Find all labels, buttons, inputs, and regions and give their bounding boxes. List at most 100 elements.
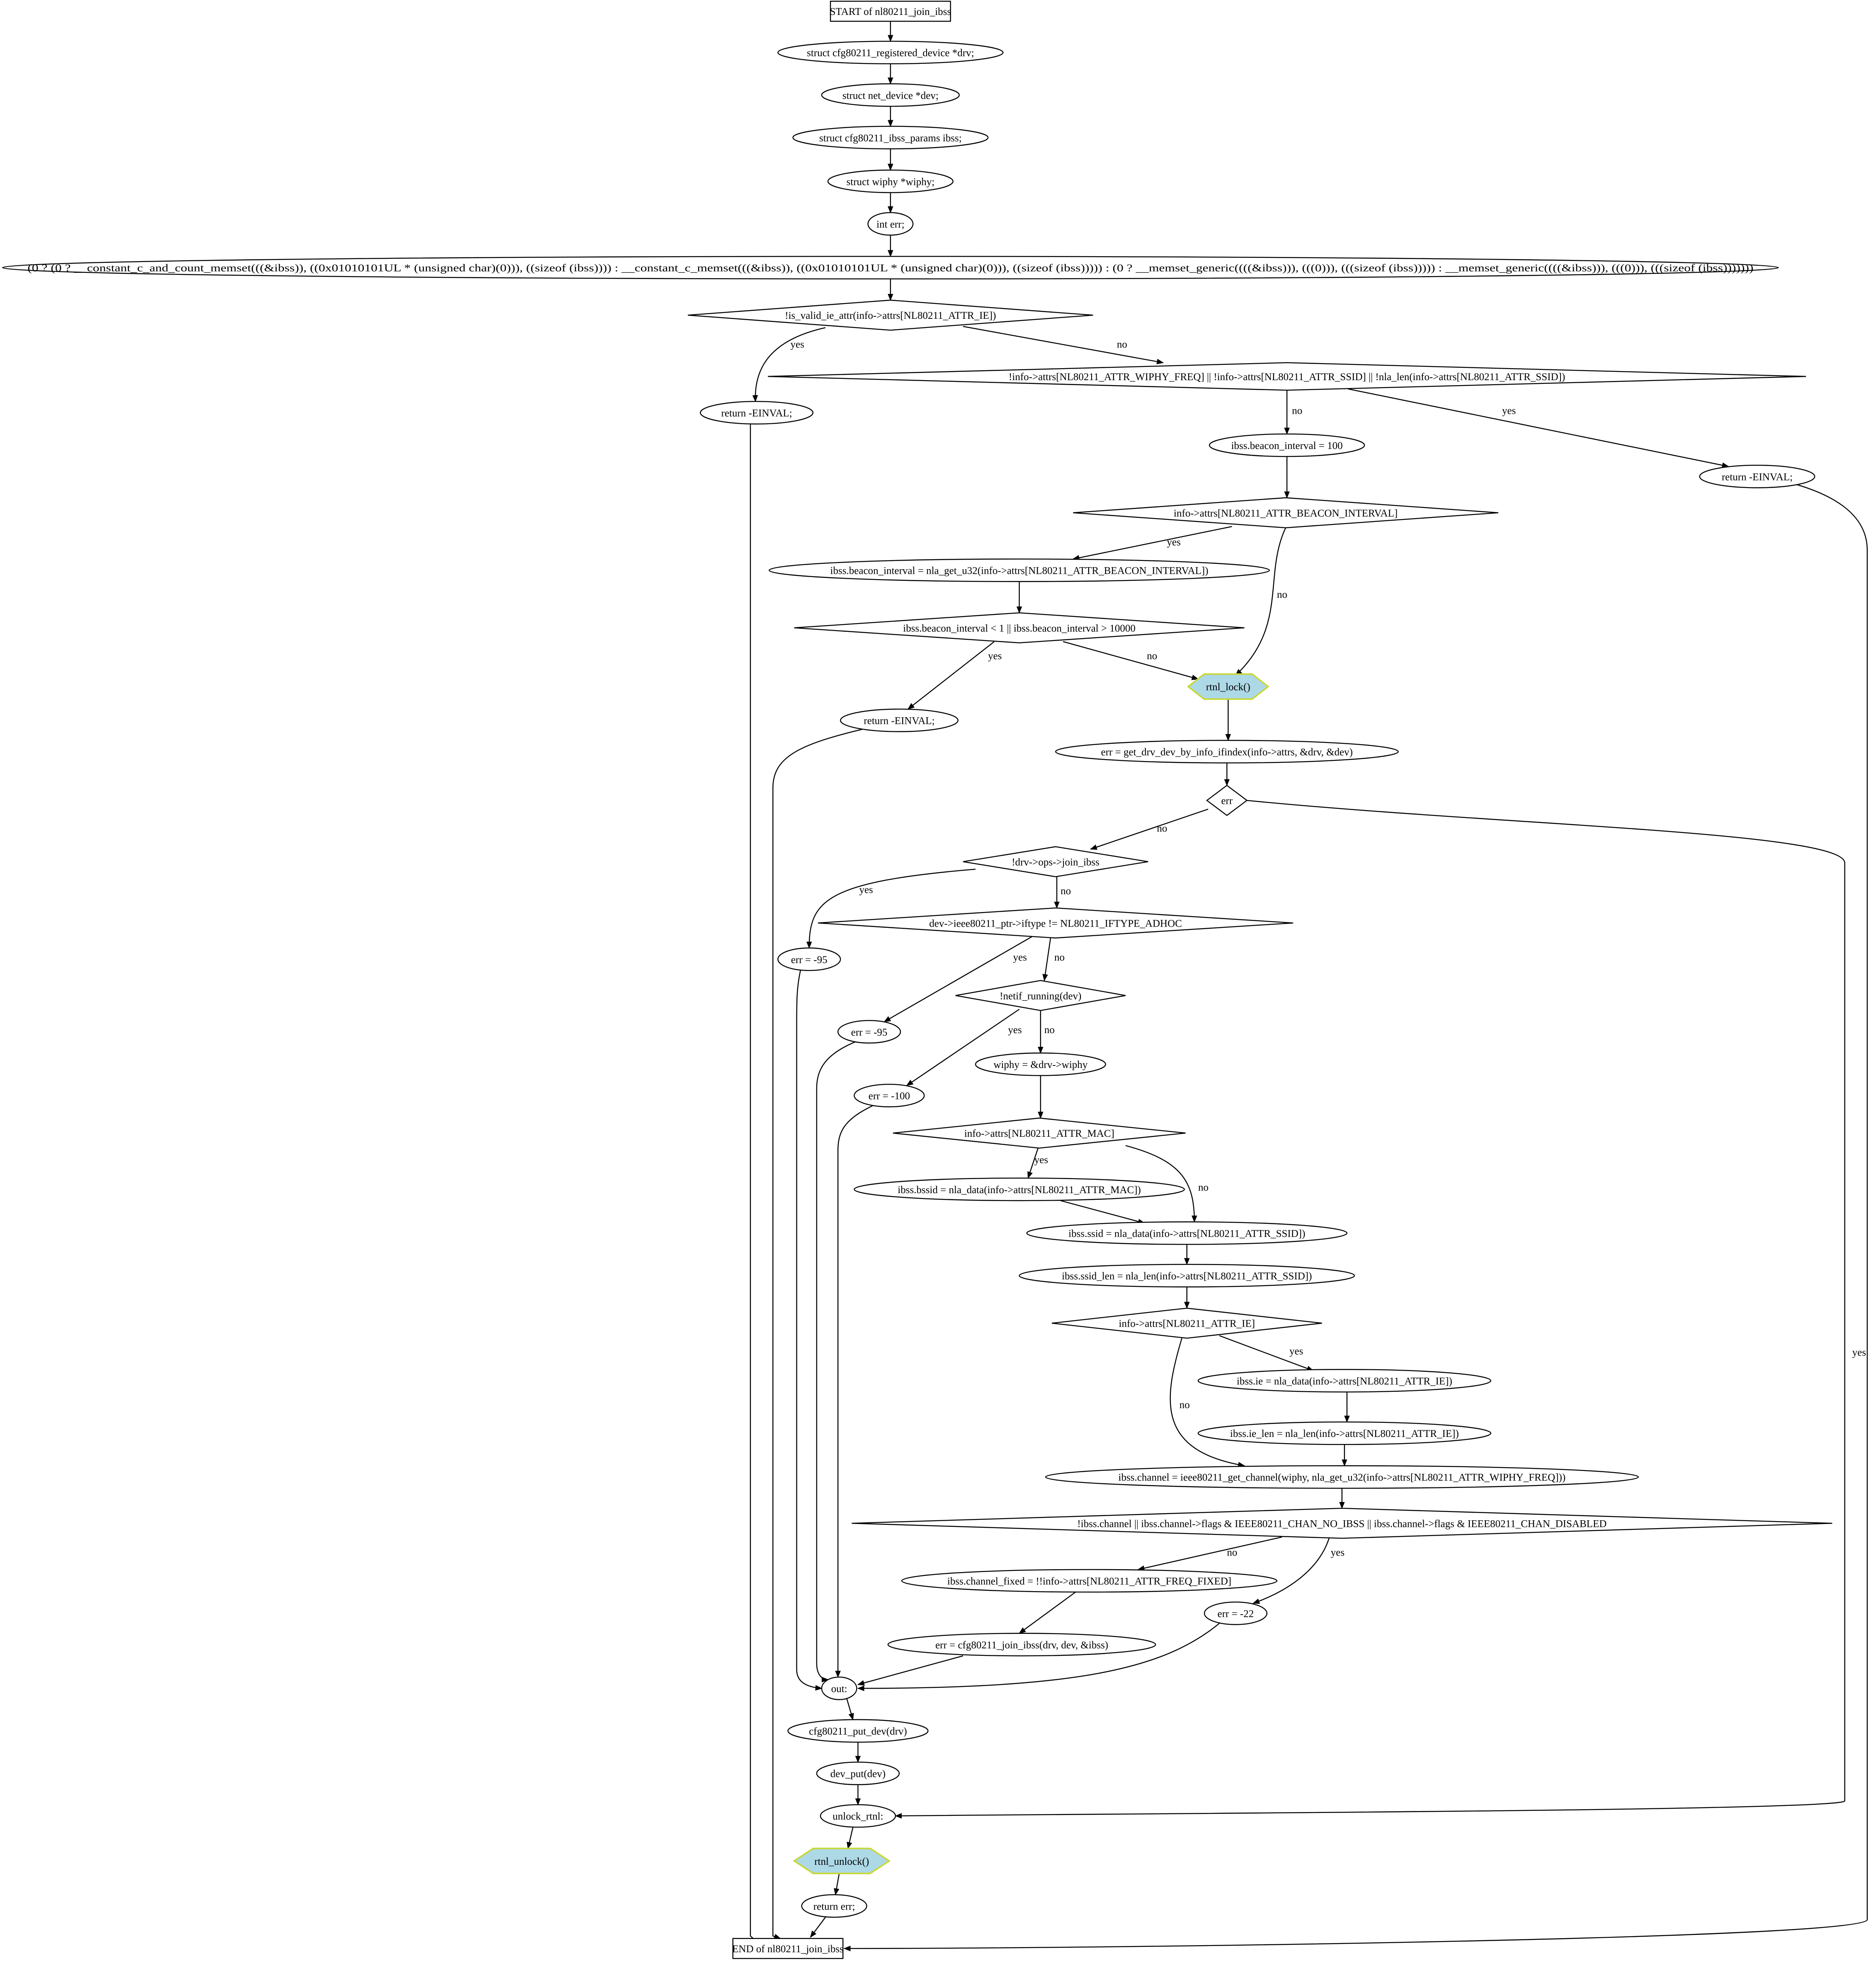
node-d_bi_range[interactable]: ibss.beacon_interval < 1 || ibss.beacon_… bbox=[794, 612, 1245, 643]
node-out[interactable]: out: bbox=[821, 1677, 857, 1700]
node-label: return -EINVAL; bbox=[864, 716, 934, 727]
node-label: !is_valid_ie_attr(info->attrs[NL80211_AT… bbox=[785, 310, 996, 321]
edge-label-yes: yes bbox=[791, 339, 804, 350]
node-n_ibss[interactable]: struct cfg80211_ibss_params ibss; bbox=[792, 126, 989, 150]
node-n_channel[interactable]: ibss.channel = ieee80211_get_channel(wip… bbox=[1045, 1465, 1639, 1489]
edge-arrow bbox=[963, 326, 1164, 364]
node-n_memset[interactable]: (0 ? (0 ? __constant_c_and_count_memset(… bbox=[2, 256, 1779, 279]
node-label: struct wiphy *wiphy; bbox=[847, 176, 935, 187]
node-start[interactable]: START of nl80211_join_ibss bbox=[830, 0, 951, 22]
diamond-shape bbox=[794, 612, 1245, 643]
ellipse-shape bbox=[700, 401, 814, 425]
node-label: END of nl80211_join_ibss bbox=[732, 1944, 844, 1955]
diamond-shape bbox=[893, 1117, 1186, 1149]
edge-arrow bbox=[806, 869, 976, 949]
node-d_freq_ssid[interactable]: !info->attrs[NL80211_ATTR_WIPHY_FREQ] ||… bbox=[768, 362, 1806, 391]
node-ret3[interactable]: return -EINVAL; bbox=[840, 709, 959, 732]
edge-e95a-to-out bbox=[796, 970, 823, 1691]
node-rtnl_unlock[interactable]: rtnl_unlock() bbox=[793, 1847, 891, 1874]
edge-d_ie-to-n_ie: yes bbox=[1219, 1335, 1314, 1371]
node-label: rtnl_lock() bbox=[1206, 682, 1250, 693]
node-n_wiphy_set[interactable]: wiphy = &drv->wiphy bbox=[975, 1052, 1106, 1076]
edge-d_valid_ie-to-d_freq_ssid: no bbox=[963, 326, 1164, 364]
node-n_join[interactable]: err = cfg80211_join_ibss(drv, dev, &ibss… bbox=[887, 1633, 1156, 1657]
node-d_valid_ie[interactable]: !is_valid_ie_attr(info->attrs[NL80211_AT… bbox=[688, 299, 1093, 331]
edge-label-no: no bbox=[1157, 823, 1167, 834]
diamond-shape bbox=[852, 1507, 1832, 1539]
ellipse-shape bbox=[820, 1804, 896, 1828]
node-end[interactable]: END of nl80211_join_ibss bbox=[732, 1938, 844, 1959]
edge-label-no: no bbox=[1061, 886, 1071, 897]
node-n_devput[interactable]: dev_put(dev) bbox=[816, 1762, 900, 1785]
edge-arrow bbox=[1348, 388, 1729, 468]
edge-e100-to-out bbox=[835, 1105, 874, 1678]
node-n_ielen[interactable]: ibss.ie_len = nla_len(info->attrs[NL8021… bbox=[1197, 1421, 1492, 1445]
node-label: dev->ieee80211_ptr->iftype != NL80211_IF… bbox=[929, 918, 1182, 929]
edge-arrow bbox=[1019, 1592, 1076, 1634]
edge-label-yes: yes bbox=[1008, 1024, 1022, 1036]
node-n_fixed[interactable]: ibss.channel_fixed = !!info->attrs[NL802… bbox=[901, 1569, 1278, 1593]
ellipse-shape bbox=[901, 1569, 1278, 1593]
node-label: !netif_running(dev) bbox=[1000, 990, 1081, 1002]
node-n_ssidlen[interactable]: ibss.ssid_len = nla_len(info->attrs[NL80… bbox=[1019, 1264, 1355, 1288]
node-n_bi100[interactable]: ibss.beacon_interval = 100 bbox=[1209, 433, 1365, 457]
edge-arrow bbox=[1060, 1200, 1145, 1224]
node-e95b[interactable]: err = -95 bbox=[837, 1020, 901, 1044]
diamond-shape bbox=[1206, 784, 1248, 816]
node-label: info->attrs[NL80211_ATTR_MAC] bbox=[964, 1128, 1114, 1139]
node-n_ie[interactable]: ibss.ie = nla_data(info->attrs[NL80211_A… bbox=[1197, 1369, 1492, 1393]
edge-label-yes: yes bbox=[1502, 405, 1516, 417]
ellipse-shape bbox=[1026, 1221, 1348, 1245]
node-label: ibss.ie = nla_data(info->attrs[NL80211_A… bbox=[1237, 1376, 1452, 1387]
ellipse-shape bbox=[1197, 1369, 1492, 1393]
ellipse-shape bbox=[777, 947, 841, 971]
node-unlock[interactable]: unlock_rtnl: bbox=[820, 1804, 896, 1828]
node-n_getdrv[interactable]: err = get_drv_dev_by_info_ifindex(info->… bbox=[1055, 740, 1399, 764]
edge-d_ie-to-n_channel: no bbox=[1170, 1338, 1245, 1468]
node-d_bi_attr[interactable]: info->attrs[NL80211_ATTR_BEACON_INTERVAL… bbox=[1073, 497, 1499, 529]
edge-arrow bbox=[1170, 1338, 1245, 1468]
node-d_iftype[interactable]: dev->ieee80211_ptr->iftype != NL80211_IF… bbox=[818, 907, 1294, 939]
edge-d_freq_ssid-to-n_bi100: no bbox=[1284, 390, 1302, 435]
node-rtnl_lock[interactable]: rtnl_lock() bbox=[1187, 673, 1269, 700]
edge-label-yes: yes bbox=[1331, 1547, 1345, 1558]
node-d_ie[interactable]: info->attrs[NL80211_ATTR_IE] bbox=[1051, 1308, 1322, 1339]
node-n_dev[interactable]: struct net_device *dev; bbox=[821, 83, 960, 107]
edge-arrow bbox=[796, 970, 823, 1691]
node-d_channel[interactable]: !ibss.channel || ibss.channel->flags & I… bbox=[852, 1507, 1832, 1539]
node-ret2[interactable]: return -EINVAL; bbox=[1699, 464, 1815, 488]
edge-e22-to-out bbox=[857, 1623, 1220, 1691]
ellipse-shape bbox=[2, 256, 1779, 279]
node-d_err[interactable]: err bbox=[1206, 784, 1248, 816]
node-n_ssid[interactable]: ibss.ssid = nla_data(info->attrs[NL80211… bbox=[1026, 1221, 1348, 1245]
node-ret_err[interactable]: return err; bbox=[801, 1894, 867, 1918]
node-d_mac[interactable]: info->attrs[NL80211_ATTR_MAC] bbox=[893, 1117, 1186, 1149]
edge-label-no: no bbox=[1292, 405, 1302, 417]
node-e100[interactable]: err = -100 bbox=[854, 1084, 925, 1107]
node-n_err[interactable]: int err; bbox=[867, 212, 914, 236]
node-label: int err; bbox=[876, 219, 904, 230]
node-n_bi_get[interactable]: ibss.beacon_interval = nla_get_u32(info-… bbox=[769, 558, 1270, 582]
node-e95a[interactable]: err = -95 bbox=[777, 947, 841, 971]
node-n_bssid[interactable]: ibss.bssid = nla_data(info->attrs[NL8021… bbox=[854, 1177, 1185, 1201]
edge-arrow bbox=[1235, 527, 1286, 676]
node-e22[interactable]: err = -22 bbox=[1204, 1602, 1268, 1625]
edge-arrow bbox=[750, 424, 764, 1948]
node-label: err = -100 bbox=[869, 1091, 910, 1102]
edge-label-yes: yes bbox=[1013, 952, 1027, 963]
node-d_running[interactable]: !netif_running(dev) bbox=[955, 980, 1126, 1011]
edge-arrow bbox=[752, 327, 826, 403]
node-n_putdev[interactable]: cfg80211_put_dev(drv) bbox=[787, 1719, 929, 1743]
edge-arrow bbox=[846, 1698, 854, 1720]
node-ret1[interactable]: return -EINVAL; bbox=[700, 401, 814, 425]
edge-label-yes: yes bbox=[1852, 1347, 1866, 1358]
edge-e95b-to-out bbox=[816, 1041, 856, 1683]
edge-d_channel-to-n_fixed: no bbox=[1137, 1536, 1282, 1571]
node-n_drv[interactable]: struct cfg80211_registered_device *drv; bbox=[777, 41, 1004, 65]
ellipse-shape bbox=[777, 41, 1004, 65]
node-label: struct cfg80211_registered_device *drv; bbox=[807, 48, 974, 59]
node-n_wiphy[interactable]: struct wiphy *wiphy; bbox=[827, 170, 954, 193]
edge-arrow bbox=[906, 1009, 1020, 1086]
node-d_join[interactable]: !drv->ops->join_ibss bbox=[963, 846, 1148, 877]
edge-arrow bbox=[835, 1105, 874, 1678]
